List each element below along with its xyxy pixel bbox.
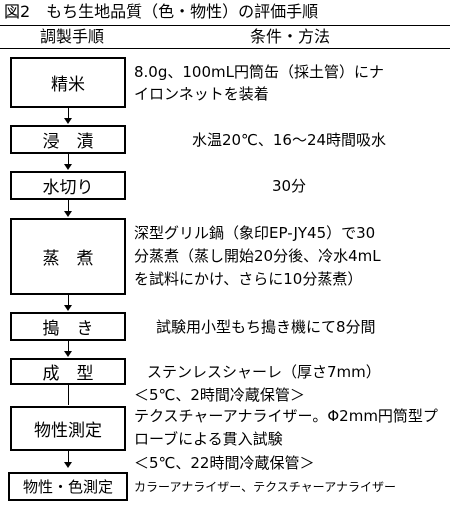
step-label: 浸 漬 xyxy=(42,132,94,152)
step-box-polishing: 精米 xyxy=(10,57,126,108)
step-label: 搗 き xyxy=(42,319,94,339)
step-cond-steaming-1: 深型グリル鍋（象印EP-JY45）で30 xyxy=(134,224,376,242)
arrow-down-icon xyxy=(64,118,72,124)
step-cond-pounding: 試験用小型もち搗き機にて8分間 xyxy=(156,318,376,336)
step-box-soaking: 浸 漬 xyxy=(10,125,126,154)
figure-title: 図2 もち生地品質（色・物性）の評価手順 xyxy=(4,2,319,21)
header-bottom-rule xyxy=(0,48,450,49)
arrow-down-icon xyxy=(64,305,72,311)
step-box-molding: 成 型 xyxy=(10,358,126,385)
step-cond-molding: ステンレスシャーレ（厚さ7mm） xyxy=(147,363,381,381)
step-storage-texture: ＜5℃、2時間冷蔵保管＞ xyxy=(134,386,305,404)
step-box-texture-color-measurement: 物性・色測定 xyxy=(8,472,128,501)
flow-line xyxy=(68,385,69,405)
step-box-pounding: 搗 き xyxy=(10,312,126,341)
step-cond-texture-1: テクスチャーアナライザー。Φ2mm円筒型プ xyxy=(134,407,438,425)
flow-line xyxy=(68,108,69,120)
step-label: 成 型 xyxy=(42,364,94,384)
step-cond-steaming-2: 分蒸煮（蒸し開始20分後、冷水4mL xyxy=(134,247,381,265)
step-storage-color: ＜5℃、22時間冷蔵保管＞ xyxy=(134,454,315,472)
step-cond-texture-color: カラーアナライザー、テクスチャーアナライザー xyxy=(134,480,396,494)
step-cond-draining: 30分 xyxy=(271,177,307,195)
step-cond-soaking: 水温20℃、16〜24時間吸水 xyxy=(191,131,387,149)
step-label: 蒸 煮 xyxy=(42,249,94,269)
step-cond-polishing-1: 8.0g、100mL円筒缶（採土管）にナ xyxy=(134,63,384,81)
header-conditions: 条件・方法 xyxy=(249,27,330,46)
flow-line xyxy=(68,295,69,307)
step-cond-steaming-3: を試料にかけ、さらに10分蒸煮） xyxy=(134,270,363,288)
step-cond-polishing-2: イロンネットを装着 xyxy=(134,85,269,103)
header-procedure: 調製手順 xyxy=(39,27,104,46)
flow-line xyxy=(68,451,69,464)
arrow-down-icon xyxy=(64,164,72,170)
step-box-draining: 水切り xyxy=(10,171,126,200)
arrow-down-icon xyxy=(64,351,72,357)
arrow-down-icon xyxy=(64,211,72,217)
header-top-rule xyxy=(0,25,450,26)
arrow-down-icon xyxy=(64,462,72,468)
flow-line xyxy=(68,154,69,166)
flow-line xyxy=(68,200,69,213)
step-cond-texture-2: ローブによる貫入試験 xyxy=(134,430,283,448)
step-box-steaming: 蒸 煮 xyxy=(10,218,126,295)
step-label: 精米 xyxy=(51,75,85,95)
flow-line xyxy=(68,341,69,353)
step-label: 物性測定 xyxy=(34,421,102,441)
step-label: 水切り xyxy=(42,178,94,198)
step-label: 物性・色測定 xyxy=(22,478,113,496)
step-box-texture-measurement: 物性測定 xyxy=(10,406,126,451)
